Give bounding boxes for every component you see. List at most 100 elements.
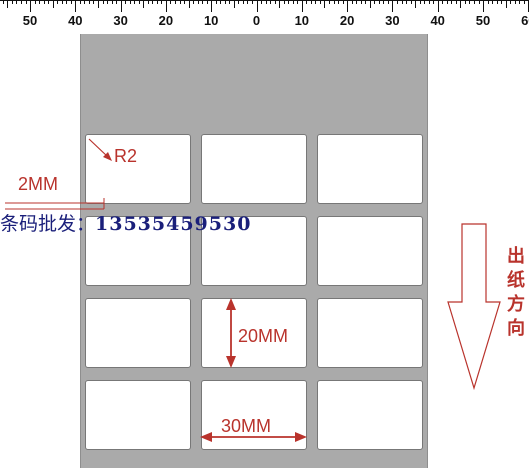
ruler-tick [510, 0, 512, 4]
ruler-tick [34, 0, 36, 4]
ruler-tick [469, 0, 471, 4]
ruler-tick [52, 0, 54, 8]
ruler-tick [279, 0, 281, 8]
ruler-tick [329, 0, 330, 4]
blank-label [85, 134, 191, 204]
width-arrow-right [295, 432, 307, 442]
ruler-tick [415, 0, 416, 8]
ruler-tick [496, 0, 498, 4]
ruler-tick [455, 0, 457, 4]
blank-label [201, 298, 307, 368]
ruler-number: 40 [68, 13, 83, 28]
ruler-tick [261, 0, 262, 4]
ruler-tick [165, 0, 167, 12]
feed-char: 方 [507, 294, 525, 315]
ruler-tick [442, 0, 444, 4]
ruler-tick [437, 0, 439, 12]
ruler-tick [70, 0, 72, 4]
ruler-tick [460, 0, 462, 8]
ruler-tick [347, 0, 349, 12]
ruler-tick [93, 0, 95, 4]
feed-char: 纸 [507, 270, 525, 291]
ruler-tick [102, 0, 104, 4]
ruler-tick [369, 0, 371, 8]
feed-char: 出 [507, 246, 525, 267]
blank-label [201, 380, 307, 450]
ruler-number: 10 [203, 13, 219, 28]
ruler-tick [487, 0, 489, 4]
ruler-tick [224, 0, 226, 4]
ruler-tick [252, 0, 253, 4]
blank-label [85, 380, 191, 450]
ruler-tick [360, 0, 362, 4]
ruler-tick [396, 0, 398, 4]
ruler-tick [107, 0, 108, 4]
ruler-tick [464, 0, 466, 4]
ruler-tick [161, 0, 163, 4]
ruler-tick [125, 0, 127, 4]
width-arrow-left [200, 432, 212, 442]
label-sheet [80, 34, 428, 468]
ruler-tick [356, 0, 358, 4]
ruler-tick [75, 0, 77, 12]
ruler-tick [43, 0, 45, 4]
ruler-tick [206, 0, 208, 4]
ruler-tick [306, 0, 308, 4]
ruler-tick [428, 0, 430, 4]
feed-direction-arrow [447, 223, 501, 391]
ruler-tick [274, 0, 276, 4]
ruler-number: 20 [158, 13, 174, 28]
ruler-tick [378, 0, 380, 4]
blank-label [317, 134, 423, 204]
ruler-number: 50 [475, 13, 491, 28]
ruler-tick [319, 0, 321, 4]
ruler-tick [401, 0, 403, 4]
ruler-tick [446, 0, 448, 4]
ruler-tick [215, 0, 217, 4]
ruler-tick [57, 0, 59, 4]
ruler-tick [220, 0, 222, 4]
ruler-tick [310, 0, 312, 4]
feed-direction-label: 出 纸 方 向 [505, 245, 527, 341]
ruler-tick [451, 0, 453, 4]
ruler-tick [120, 0, 122, 12]
ruler-tick [392, 0, 394, 12]
promo-phone: 13535459530 [95, 213, 252, 235]
ruler-number: 30 [385, 13, 400, 28]
ruler-number: 20 [339, 13, 355, 28]
ruler-tick [256, 0, 258, 12]
ruler-tick [424, 0, 426, 4]
ruler-tick [25, 0, 27, 4]
ruler-tick [116, 0, 118, 4]
ruler-tick [247, 0, 249, 4]
blank-label [85, 216, 191, 286]
ruler-tick [292, 0, 294, 4]
feed-char: 向 [507, 318, 525, 339]
ruler-tick [88, 0, 90, 4]
radius-leader-line [88, 138, 109, 158]
ruler-tick [129, 0, 131, 4]
ruler-tick [152, 0, 154, 4]
ruler-tick [324, 0, 326, 8]
blank-label [317, 380, 423, 450]
ruler-tick [61, 0, 63, 4]
gap-annotation: 2MM [18, 174, 58, 194]
ruler-tick [333, 0, 335, 4]
ruler-tick [374, 0, 376, 4]
ruler-tick [523, 0, 525, 4]
height-arrow-up [226, 298, 236, 310]
ruler-tick [30, 0, 31, 12]
ruler-tick [179, 0, 181, 4]
label-height-annotation: 20MM [238, 326, 289, 346]
ruler-tick [147, 0, 149, 4]
ruler-number: 10 [294, 13, 310, 28]
ruler-tick [265, 0, 267, 4]
ruler-tick [365, 0, 367, 4]
ruler-tick [519, 0, 521, 4]
ruler-tick [197, 0, 199, 4]
radius-annotation: R2 [114, 146, 138, 166]
ruler-tick [7, 0, 9, 8]
ruler-tick [16, 0, 18, 4]
blank-label [317, 216, 423, 286]
